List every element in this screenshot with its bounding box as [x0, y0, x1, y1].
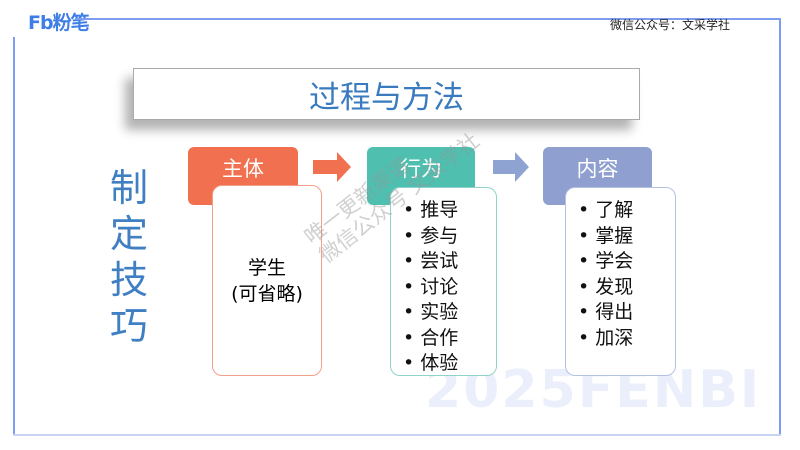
arrow-right-icon [493, 152, 529, 182]
behavior-item: • 推导 [403, 199, 459, 221]
body-behavior: • 推导 • 参与 • 尝试 • 讨论 • 实验 • 合作 • 体验 [390, 187, 497, 376]
subject-note: (可省略) [231, 282, 303, 305]
slide-title: 过程与方法 [133, 68, 640, 120]
behavior-item: • 实验 [403, 301, 459, 323]
body-subject: 学生 (可省略) [212, 185, 322, 376]
frame-left-line [13, 37, 15, 436]
behavior-item: • 讨论 [403, 275, 459, 298]
frame-top-line [75, 18, 781, 20]
body-content: • 了解 • 掌握 • 学会 • 发现 • 得出 • 加深 [565, 187, 676, 376]
content-item: • 掌握 [578, 224, 634, 247]
behavior-item: • 尝试 [403, 250, 459, 272]
slide-title-text: 过程与方法 [309, 79, 464, 116]
behavior-item: • 合作 [403, 326, 459, 349]
side-title: 制定技巧 [110, 166, 149, 348]
wechat-label: 微信公众号：文采学社 [610, 18, 731, 32]
frame-bottom-line [13, 434, 781, 436]
behavior-item: • 体验 [403, 352, 459, 374]
content-item: • 了解 [578, 199, 634, 221]
behavior-item: • 参与 [403, 224, 459, 247]
frame-right-line [779, 18, 781, 436]
subject-item: 学生 [247, 256, 286, 279]
content-item: • 加深 [578, 326, 634, 349]
fenbi-logo: Fb粉笔 [28, 12, 90, 34]
arrow-right-icon [313, 152, 351, 182]
content-item: • 学会 [578, 250, 634, 272]
content-item: • 得出 [578, 301, 634, 323]
content-item: • 发现 [578, 275, 634, 298]
